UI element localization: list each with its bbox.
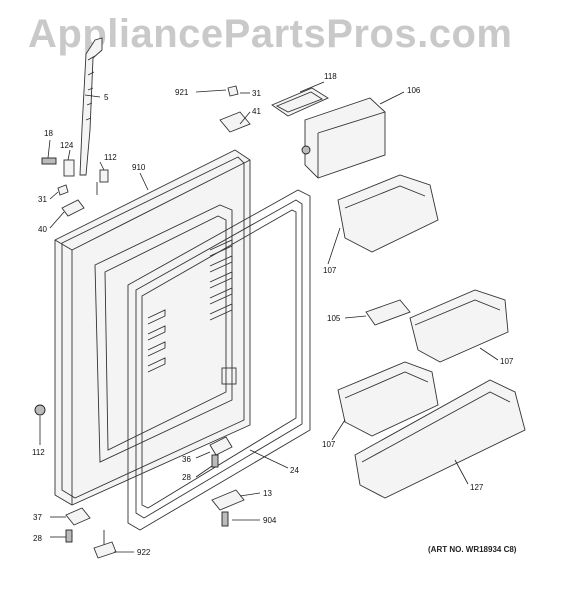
label-105: 105	[327, 314, 341, 323]
label-127: 127	[470, 483, 484, 492]
bin-127	[354, 379, 526, 499]
door-outer-panel	[54, 149, 251, 506]
label-37: 37	[33, 513, 42, 522]
bushing-28b	[65, 529, 73, 543]
watermark: AppliancePartsPros.com	[28, 12, 513, 56]
label-107c: 107	[322, 440, 336, 449]
screw-31b	[57, 184, 69, 196]
label-118: 118	[324, 72, 337, 81]
pin-922	[93, 541, 117, 559]
label-112b: 112	[32, 448, 45, 457]
label-31a: 31	[252, 89, 261, 98]
label-13: 13	[263, 489, 272, 498]
label-18: 18	[44, 129, 53, 138]
label-5: 5	[104, 93, 109, 102]
screw-904	[221, 511, 229, 527]
label-28a: 28	[182, 473, 191, 482]
label-910: 910	[132, 163, 146, 172]
hinge-arm	[79, 37, 103, 176]
label-41: 41	[252, 107, 261, 116]
hardware-parts	[34, 85, 251, 559]
art-number: (ART NO. WR18934 C8)	[428, 545, 517, 554]
label-921: 921	[175, 88, 189, 97]
bin-107c	[337, 361, 439, 437]
dairy-door-106	[304, 97, 386, 179]
label-28b: 28	[33, 534, 42, 543]
screw-18	[41, 157, 57, 165]
label-31b: 31	[38, 195, 47, 204]
door-gasket	[127, 189, 311, 531]
label-36: 36	[182, 455, 191, 464]
label-124: 124	[60, 141, 74, 150]
cap-921	[227, 85, 239, 97]
bracket-124	[63, 159, 75, 177]
leader-lines	[39, 81, 499, 553]
bin-107b	[409, 289, 509, 363]
cam-112	[99, 169, 109, 183]
cover-118	[271, 87, 329, 117]
bracket-36	[209, 436, 233, 456]
label-106: 106	[407, 86, 421, 95]
label-107a: 107	[323, 266, 337, 275]
label-40: 40	[38, 225, 47, 234]
door-bins	[271, 87, 526, 499]
plate-40	[61, 199, 85, 217]
label-24: 24	[290, 466, 299, 475]
label-112a: 112	[104, 153, 117, 162]
label-107b: 107	[500, 357, 514, 366]
hinge-13	[211, 489, 245, 511]
part-labels: 5 921 31 41 118 106 18 124 112 910 31 40…	[32, 72, 514, 557]
cover-41	[219, 111, 251, 133]
insert-105	[365, 299, 411, 326]
label-922: 922	[137, 548, 151, 557]
bracket-37	[65, 507, 91, 526]
screw-112b	[34, 404, 46, 416]
bushing-28a	[211, 454, 219, 468]
label-904: 904	[263, 516, 277, 525]
bin-107a	[337, 174, 439, 253]
